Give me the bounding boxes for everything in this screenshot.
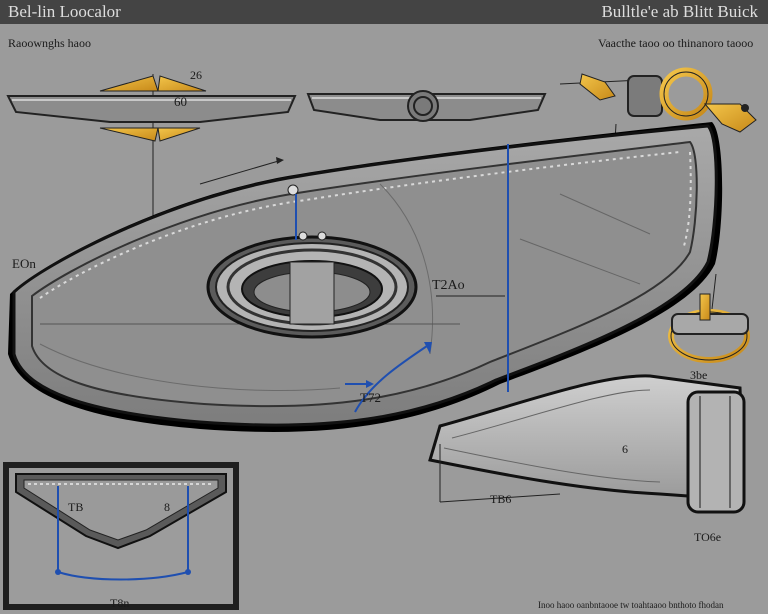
bottom-left-inset-panel xyxy=(3,462,239,610)
left-side-label: EOn xyxy=(12,256,36,271)
top-middle-bar-piece xyxy=(306,90,547,122)
inset-bottom-number: T8n xyxy=(110,596,130,610)
strap-bottom-label: TB6 xyxy=(490,492,512,506)
oval-buckle xyxy=(206,231,418,339)
inset-left-number: TB xyxy=(68,500,84,514)
bottom-right-number: TO6e xyxy=(694,530,722,544)
top-left-bar-piece xyxy=(6,74,297,294)
belt-strap xyxy=(428,374,746,514)
center-measure-label: T2Ao xyxy=(432,278,465,293)
drawing-canvas: Raoownghs haoo Vaacthe taoo oo thinanoro… xyxy=(0,24,768,614)
small-top-number: 26 xyxy=(190,68,202,82)
top-left-caption: Raoownghs haoo xyxy=(8,36,91,50)
top-right-caption: Vaacthe taoo oo thinanoro taooo xyxy=(598,36,754,50)
footer-caption: Inoo haoo oanbntaooe tw toahtaaoo bnthot… xyxy=(538,600,724,610)
left-badge-number: 60 xyxy=(174,94,187,109)
gold-clasp-illustration xyxy=(559,67,757,160)
measurement-lines xyxy=(199,144,561,503)
arrow-label: T72 xyxy=(360,390,381,405)
belt-diagram-drawing xyxy=(3,67,757,610)
gold-ring-illustration xyxy=(668,273,750,363)
header-title-right: Bulltle'e ab Blitt Buick xyxy=(601,2,758,21)
header-title-left: Bel-lin Loocalor xyxy=(8,2,121,21)
strap-label: 6 xyxy=(622,442,628,456)
inset-right-number: 8 xyxy=(164,500,170,514)
ring-label: 3be xyxy=(690,368,708,382)
header-bar: Bel-lin Loocalor Bulltle'e ab Blitt Buic… xyxy=(0,0,768,24)
